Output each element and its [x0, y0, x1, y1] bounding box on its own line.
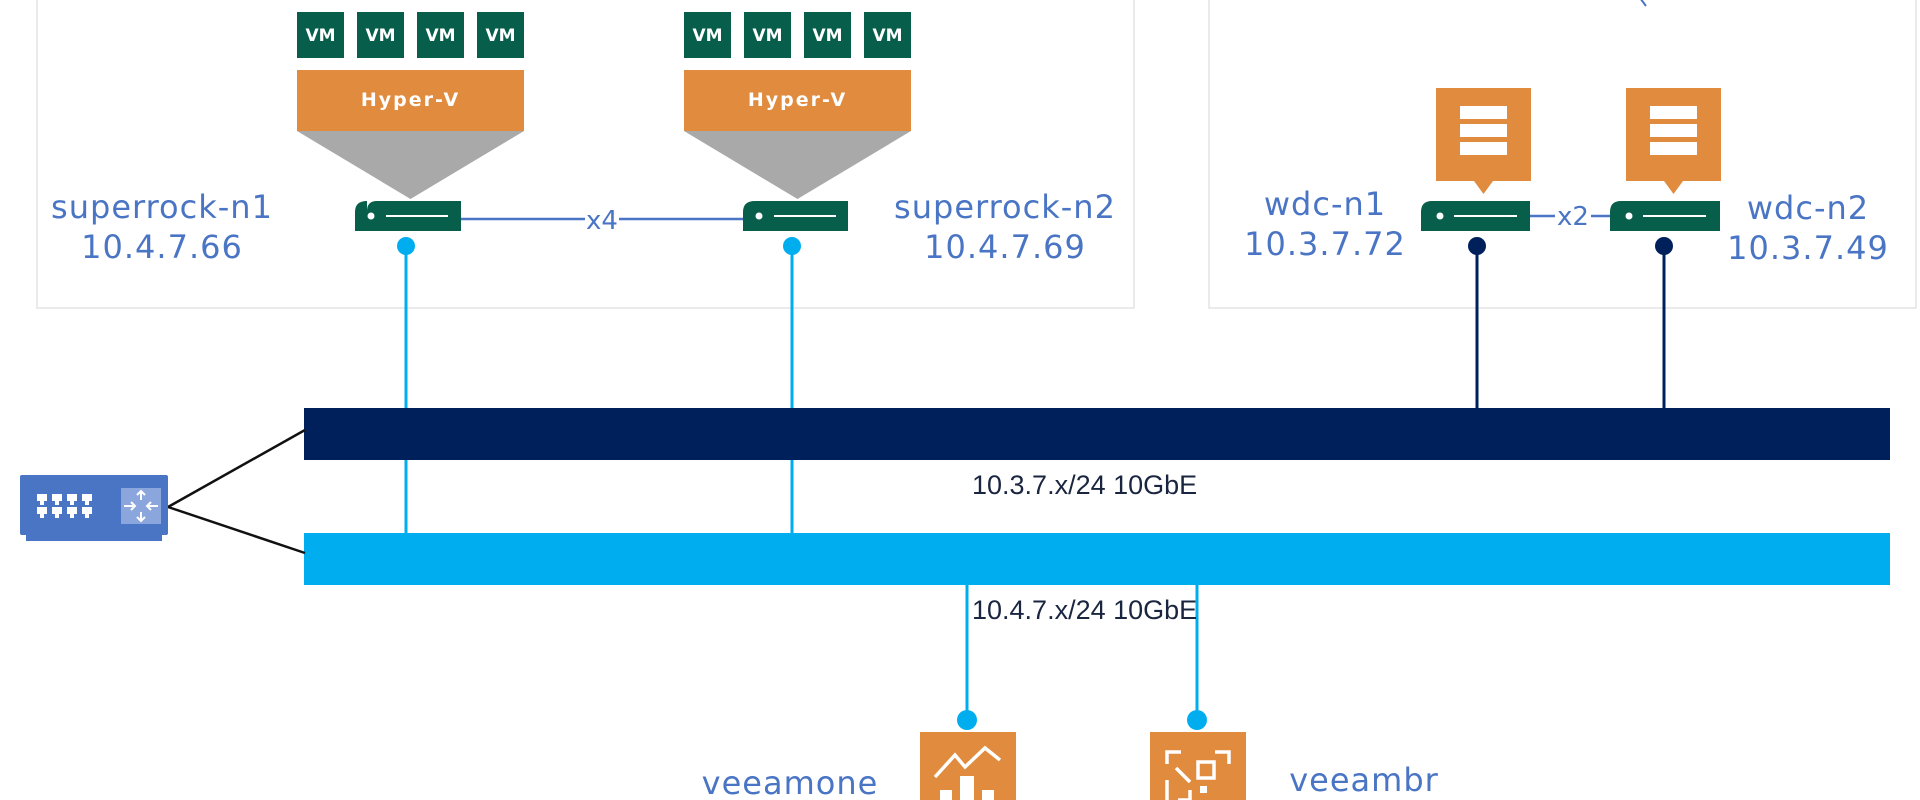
backup-replication-icon — [1150, 732, 1246, 800]
hypervisor-label: Hyper-V — [361, 89, 460, 111]
vm-row-n2: VM VM VM VM — [684, 12, 911, 58]
port-dot — [1655, 237, 1673, 255]
server-name: veeambr — [1289, 761, 1439, 799]
vm-box — [357, 12, 404, 58]
wdc-box-top-mark — [1640, 0, 1647, 7]
vm-box — [684, 12, 731, 58]
port-dot — [397, 237, 415, 255]
host-ip: 10.4.7.66 — [81, 228, 243, 266]
vm-label: VM — [425, 26, 455, 46]
host-name: wdc-n1 — [1264, 185, 1386, 223]
vm-row-n1: VM VM VM VM — [297, 12, 524, 58]
hypervisor-funnel — [684, 131, 911, 199]
server-veeamone: veeamone — [702, 732, 1016, 800]
server-name: veeamone — [702, 764, 879, 800]
hyperv-host-n1: VM VM VM VM Hyper-V superrock-n1 10.4.7.… — [51, 12, 524, 533]
storage-server-icon — [1436, 88, 1531, 194]
wdc-node-n1: wdc-n1 10.3.7.72 — [1244, 88, 1531, 408]
wdc-cluster-box — [1208, 0, 1917, 309]
host-ip: 10.3.7.49 — [1727, 229, 1889, 267]
port-dot — [1187, 710, 1207, 730]
vm-label: VM — [305, 26, 335, 46]
vm-box — [864, 12, 911, 58]
vm-box — [477, 12, 524, 58]
network-label: 10.4.7.x/24 10GbE — [972, 595, 1197, 625]
vm-label: VM — [872, 26, 902, 46]
port-dot — [957, 710, 977, 730]
host-name: wdc-n2 — [1747, 189, 1869, 227]
network-bar-10-3-7 — [304, 408, 1890, 460]
vm-box — [804, 12, 851, 58]
host-ip: 10.3.7.72 — [1244, 225, 1406, 263]
port-dot — [783, 237, 801, 255]
host-name: superrock-n1 — [51, 188, 273, 226]
cluster-link-label: x2 — [1557, 202, 1589, 232]
vm-label: VM — [692, 26, 722, 46]
hyperv-cluster-box — [36, 0, 1135, 309]
cluster-link-label: x4 — [586, 206, 618, 236]
storage-server-icon — [1626, 88, 1721, 194]
vm-label: VM — [752, 26, 782, 46]
vm-label: VM — [365, 26, 395, 46]
vm-box — [297, 12, 344, 58]
vm-box — [744, 12, 791, 58]
host-name: superrock-n2 — [894, 188, 1116, 226]
wdc-node-n2: wdc-n2 10.3.7.49 — [1610, 88, 1889, 408]
server-icon — [743, 201, 848, 231]
hypervisor-bar — [297, 70, 524, 131]
host-ip: 10.4.7.69 — [924, 228, 1086, 266]
vm-box — [417, 12, 464, 58]
server-veeambr: veeambr — [1150, 732, 1439, 800]
server-icon — [1421, 201, 1530, 231]
monitoring-chart-icon — [920, 732, 1016, 800]
hypervisor-label: Hyper-V — [748, 89, 847, 111]
server-icon — [355, 201, 461, 231]
network-switch-icon — [20, 428, 306, 555]
vm-label: VM — [485, 26, 515, 46]
network-label: 10.3.7.x/24 10GbE — [972, 470, 1197, 500]
server-icon — [1610, 201, 1720, 231]
port-dot — [1468, 237, 1486, 255]
hypervisor-bar — [684, 70, 911, 131]
hypervisor-funnel — [297, 131, 524, 199]
hyperv-host-n2: VM VM VM VM Hyper-V superrock-n2 10.4.7.… — [684, 12, 1116, 533]
network-bar-10-4-7 — [304, 533, 1890, 585]
vm-label: VM — [812, 26, 842, 46]
